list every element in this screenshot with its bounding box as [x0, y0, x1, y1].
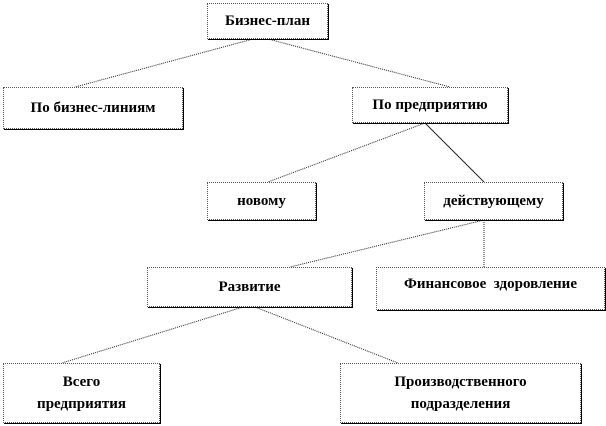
link-root-bylines: [74, 38, 254, 88]
node-label: Развитие: [218, 279, 281, 295]
node-label: По бизнес-линиям: [30, 100, 156, 116]
node-by-enterprise: По предприятию: [352, 87, 508, 123]
node-label: новому: [237, 193, 286, 209]
link-existing-development: [289, 219, 485, 268]
link-development-whole: [61, 306, 244, 364]
link-byenterprise-new: [267, 122, 426, 183]
node-existing: действующему: [424, 182, 563, 220]
node-label: Бизнес-план: [225, 13, 310, 29]
node-by-business-lines: По бизнес-линиям: [3, 87, 183, 129]
link-byenterprise-existing: [424, 122, 485, 183]
node-financial-recovery: Финансовое здоровление: [376, 267, 605, 310]
node-label: Всего предприятия: [37, 374, 126, 412]
node-production-division: Производственного подразделения: [340, 363, 581, 423]
node-label: По предприятию: [372, 97, 488, 113]
node-label: Производственного подразделения: [394, 374, 527, 412]
link-development-division: [254, 306, 399, 364]
node-label: действующему: [443, 193, 544, 209]
node-new: новому: [207, 182, 316, 220]
link-root-byenterprise: [267, 38, 451, 88]
node-business-plan: Бизнес-план: [207, 3, 328, 39]
node-whole-enterprise: Всего предприятия: [3, 363, 160, 423]
node-label: Финансовое здоровление: [404, 276, 577, 292]
node-development: Развитие: [147, 267, 352, 307]
